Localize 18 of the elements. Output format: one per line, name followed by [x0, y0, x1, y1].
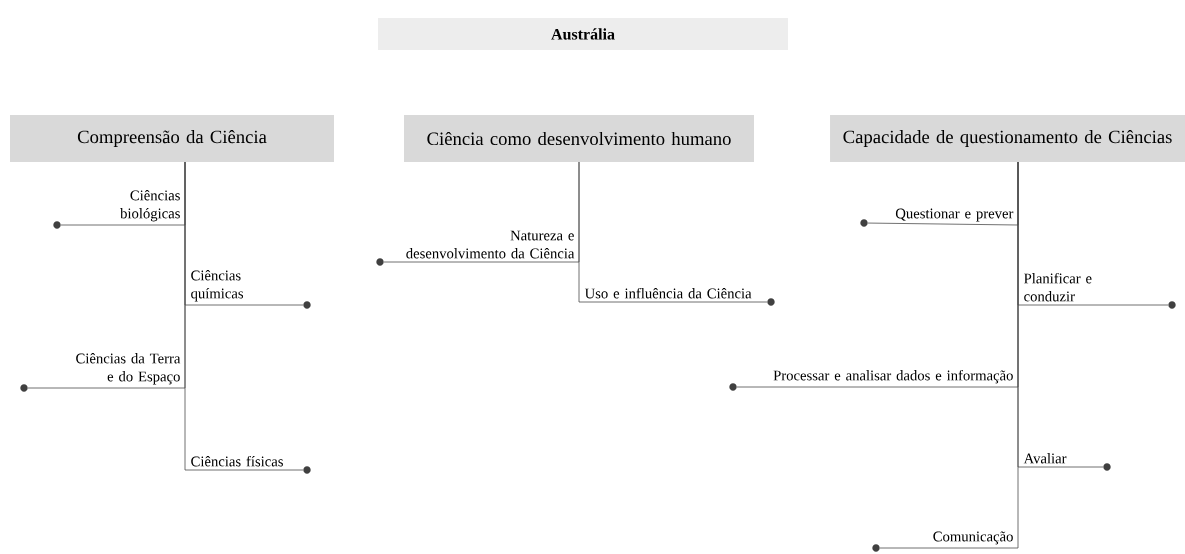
- edge-label: Ciências físicas: [191, 455, 283, 467]
- edge-label: Natureza e desenvolvimento da Ciência: [406, 230, 575, 259]
- connector-line: [879, 161, 1019, 549]
- header-box: Ciência como desenvolvimento humano: [404, 115, 754, 162]
- connector-line: [578, 161, 768, 303]
- header-box: Capacidade de questionamento de Ciências: [830, 115, 1185, 162]
- edge-label: Avaliar: [1023, 453, 1067, 464]
- edge-label: Questionar e prever: [895, 208, 1014, 222]
- connector-line: [184, 161, 304, 471]
- title-band: Austrália: [378, 18, 788, 50]
- edge-label: Ciências químicas: [191, 270, 244, 302]
- edge-label: Processar e analisar dados e informação: [773, 369, 1013, 384]
- edge-label: Planificar e conduzir: [1024, 272, 1092, 302]
- edge-label: Ciências da Terra e do Espaço: [76, 353, 181, 385]
- header-box: Compreensão da Ciência: [10, 115, 334, 162]
- edge-label: Uso e influência da Ciência: [584, 287, 752, 299]
- edge-label: Comunicação: [933, 531, 1013, 545]
- edge-label: Ciências biológicas: [120, 190, 180, 222]
